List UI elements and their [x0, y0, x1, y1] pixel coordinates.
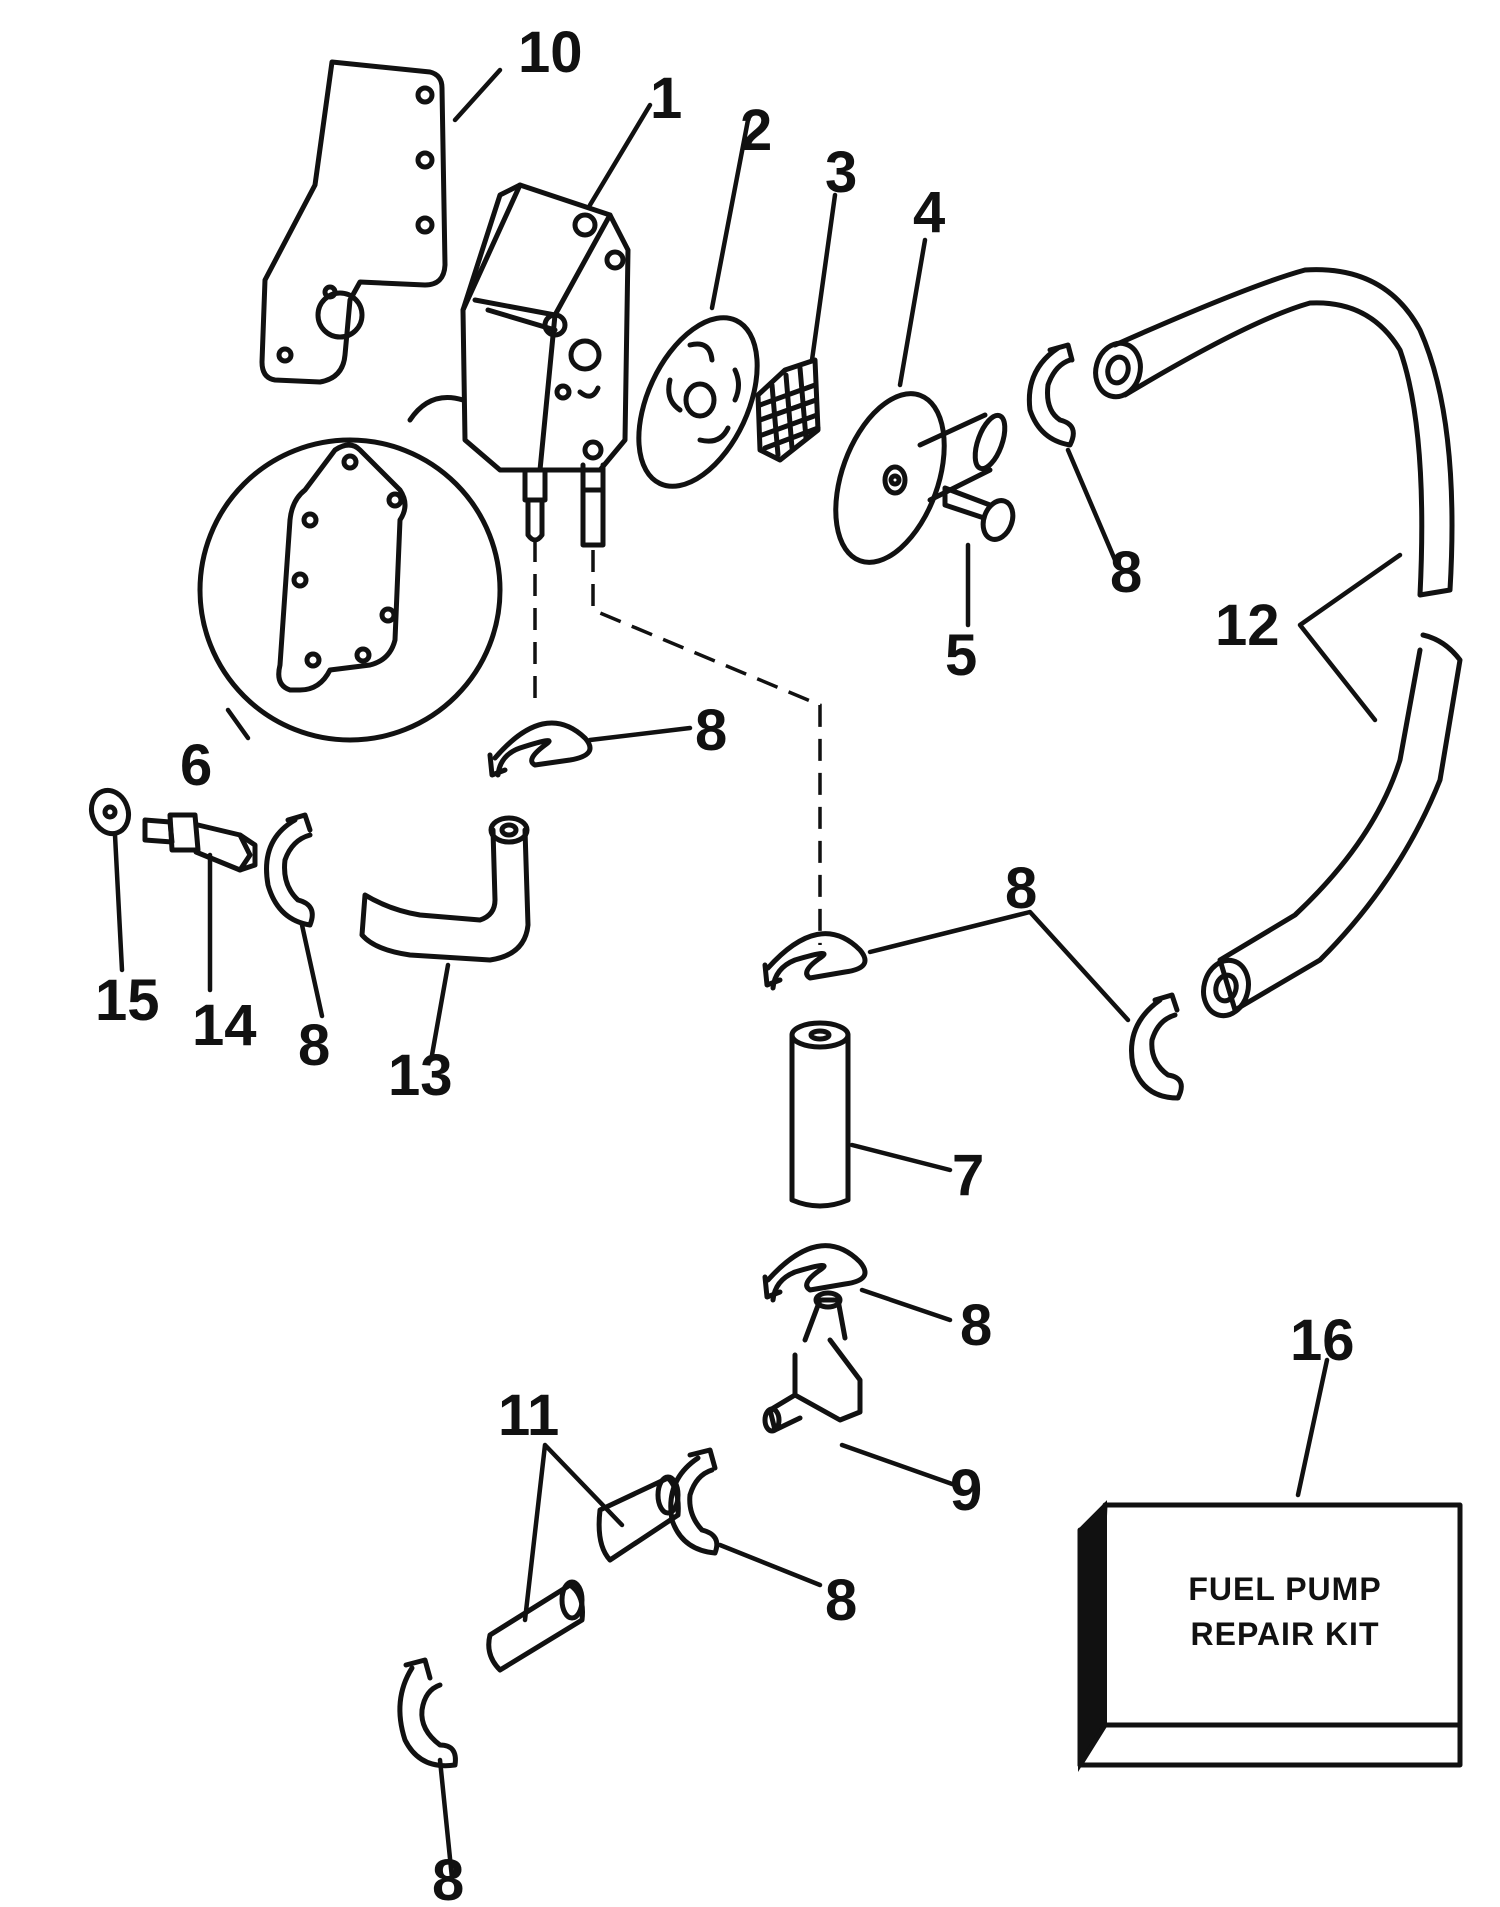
- callout-7: 7: [952, 1143, 984, 1208]
- part-3-filter-screen: [755, 357, 821, 463]
- part-8-clamp-c: [264, 812, 315, 928]
- callout-12: 12: [1215, 593, 1280, 658]
- part-12-hose-upper: [1093, 267, 1455, 598]
- part-16-repair-kit-box: FUEL PUMP REPAIR KIT: [1077, 1500, 1463, 1772]
- part-7-straight-hose: [789, 1020, 851, 1209]
- callout-10: 10: [518, 20, 583, 85]
- part-14-barbed-fitting: [142, 812, 258, 873]
- part-1-fuel-pump-body: [407, 182, 631, 548]
- callout-8-bottom: 8: [432, 1848, 464, 1907]
- part-11-short-hose-a: [596, 1474, 681, 1563]
- part-8-clamp-b: [487, 720, 593, 778]
- callout-14: 14: [192, 993, 257, 1058]
- callout-8-mid-right: 8: [1005, 856, 1037, 921]
- callout-6: 6: [180, 733, 212, 798]
- callout-8-upper-right: 8: [1110, 540, 1142, 605]
- callout-3: 3: [825, 140, 857, 205]
- part-13-elbow-hose: [359, 815, 531, 963]
- part-9-elbow-fitting: [762, 1290, 863, 1434]
- callout-8-upper-mid: 8: [695, 698, 727, 763]
- callout-numbers: 10 1 2 3 4 5 8 12 6 8 8 15 14 8 13 7 8 1…: [95, 20, 1355, 1907]
- leader-lines: [112, 67, 1403, 1881]
- part-8-clamp-a: [1026, 342, 1076, 448]
- callout-11: 11: [498, 1383, 559, 1448]
- part-2-valve-plate: [636, 315, 760, 489]
- part-10-mounting-plate: [259, 59, 448, 385]
- part-5-screw: [942, 485, 1016, 542]
- part-8-clamp-g: [668, 1447, 720, 1556]
- kit-label-line2: REPAIR KIT: [1191, 1616, 1380, 1652]
- callout-16: 16: [1290, 1308, 1355, 1373]
- callout-9: 9: [950, 1458, 982, 1523]
- callout-4: 4: [913, 180, 945, 245]
- callout-1: 1: [650, 66, 682, 131]
- callout-8-lower-mid: 8: [825, 1568, 857, 1633]
- assembly-guide-lines: [533, 540, 822, 945]
- part-8-clamp-h: [397, 1657, 458, 1769]
- callout-13: 13: [388, 1043, 453, 1108]
- callout-5: 5: [945, 623, 977, 688]
- callout-8-mid: 8: [960, 1293, 992, 1358]
- part-8-clamp-f: [762, 1243, 868, 1303]
- callout-15: 15: [95, 968, 160, 1033]
- part-11-short-hose-b: [486, 1579, 585, 1673]
- part-6-gasket-detail: [197, 437, 503, 743]
- part-15-washer: [88, 787, 132, 837]
- part-12-hose-lower: [1201, 632, 1463, 1019]
- part-8-clamp-e: [1129, 992, 1184, 1101]
- callout-8-left: 8: [298, 1013, 330, 1078]
- kit-label-line1: FUEL PUMP: [1188, 1571, 1381, 1607]
- part-8-clamp-d: [762, 931, 868, 991]
- callout-2: 2: [740, 98, 772, 163]
- part-4-filter-cover: [833, 391, 1008, 565]
